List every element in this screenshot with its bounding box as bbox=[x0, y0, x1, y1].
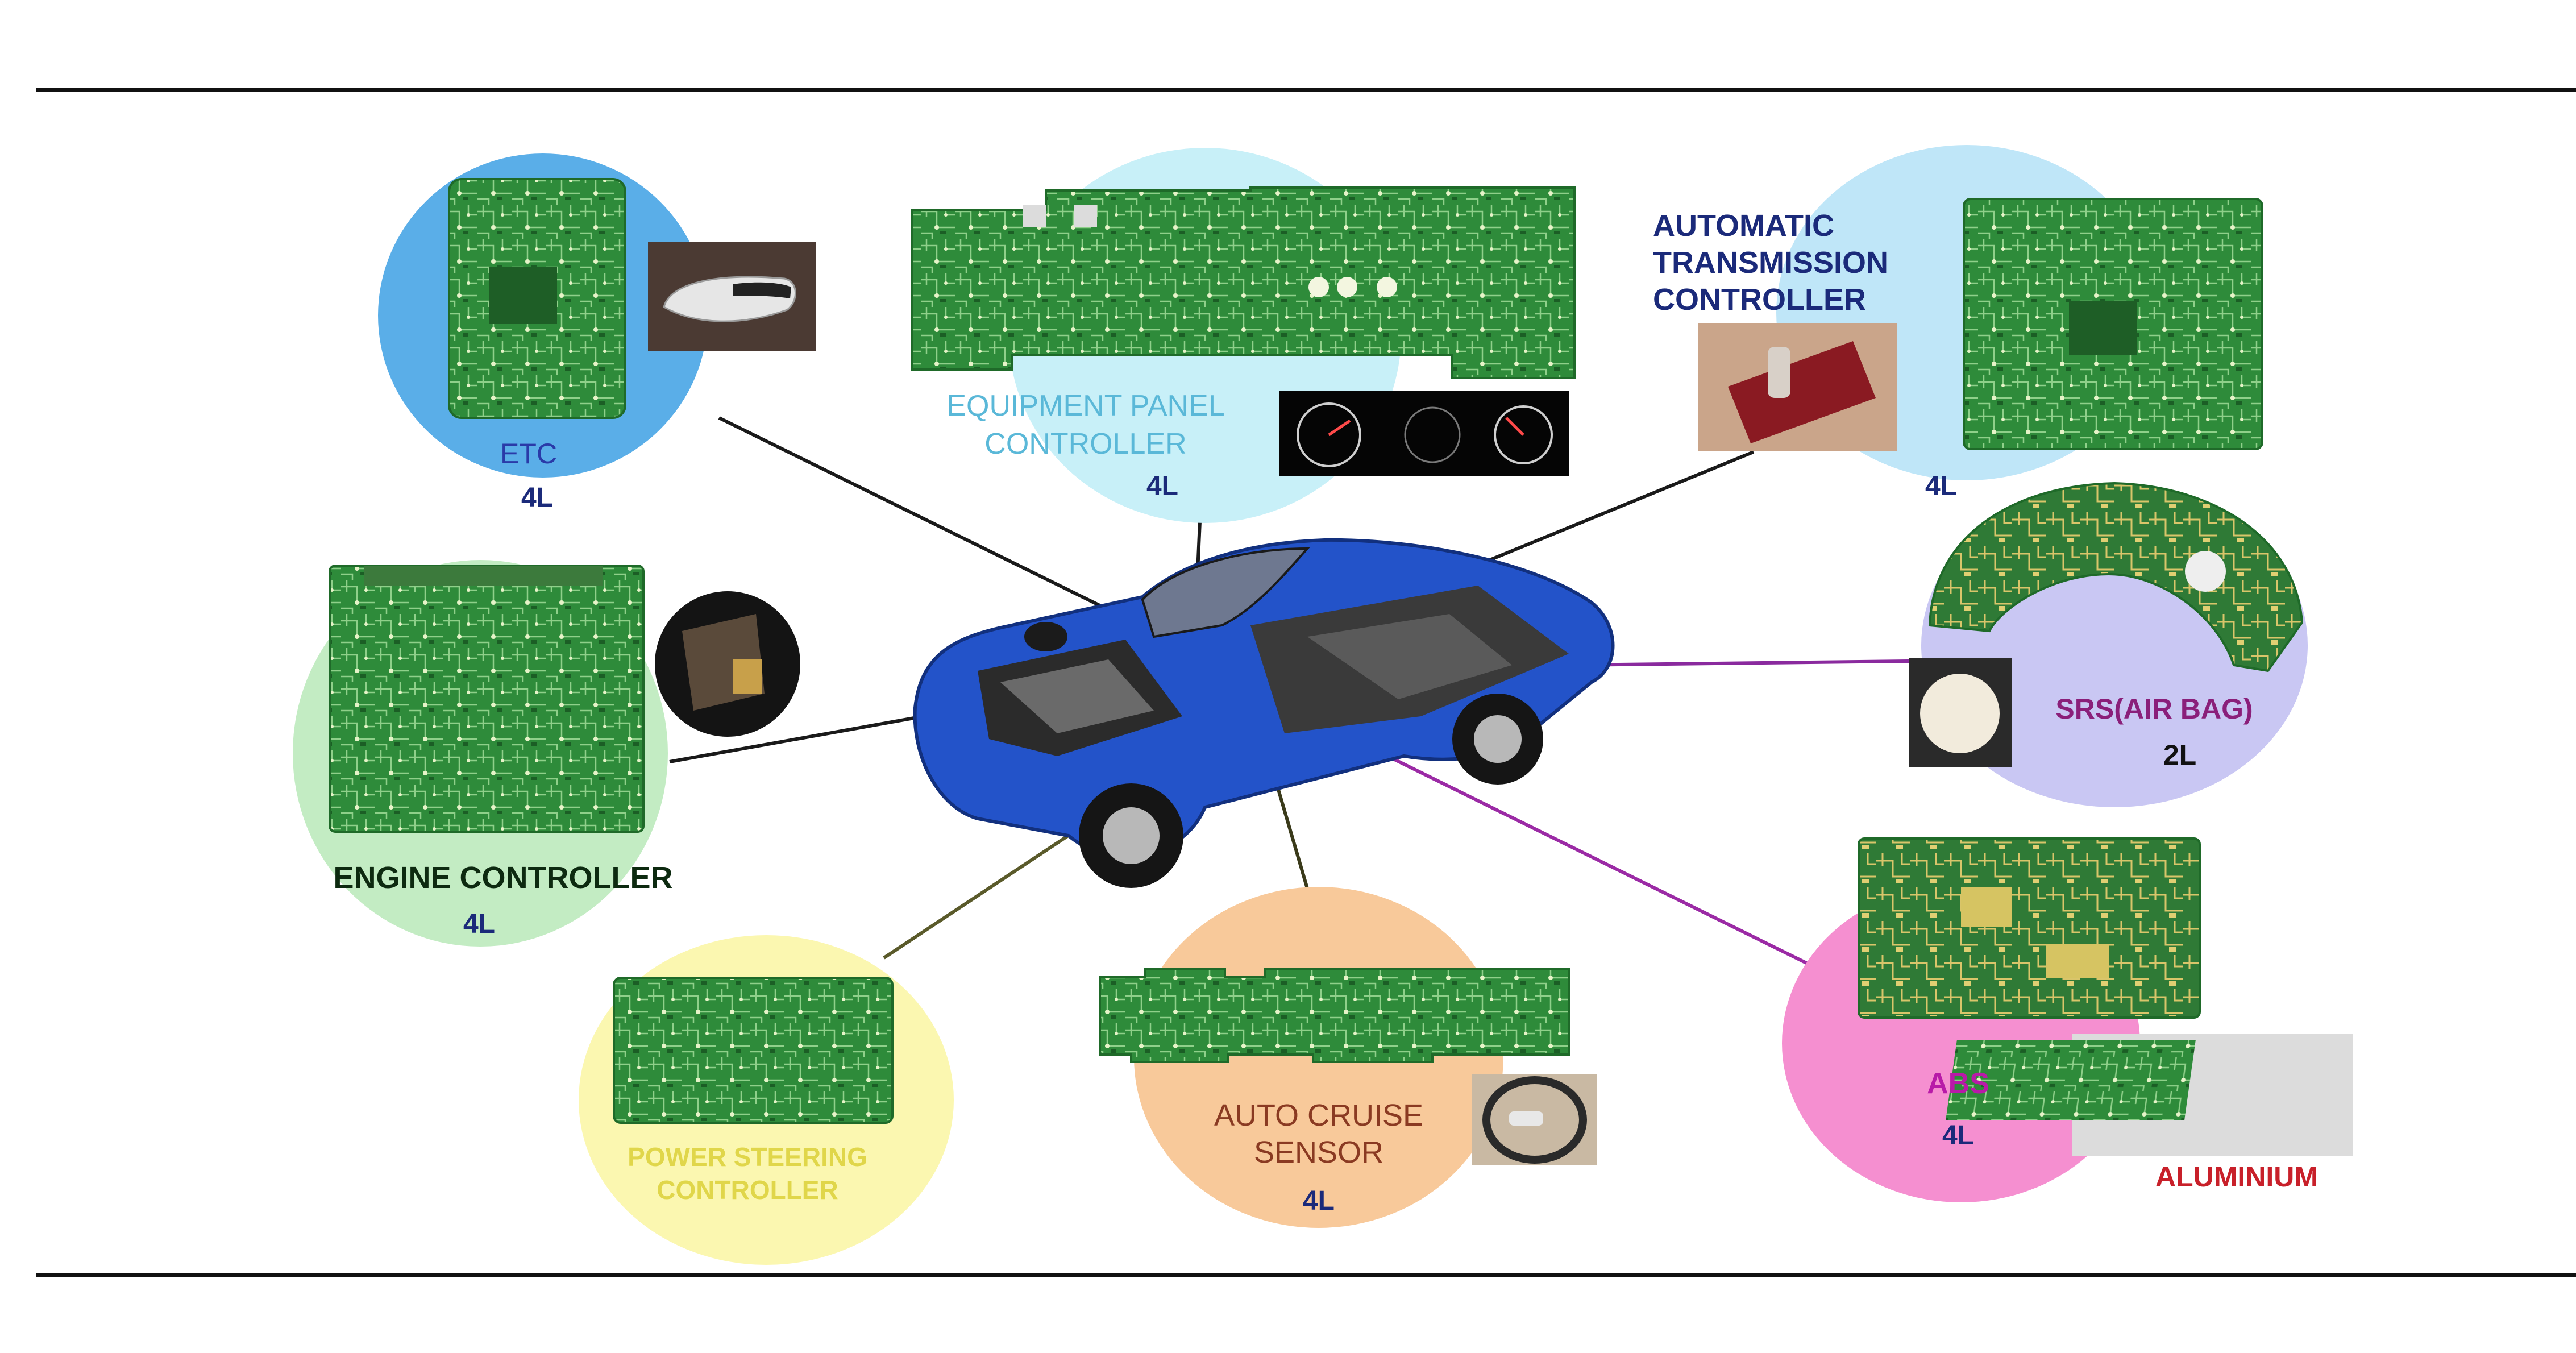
etc-pcb bbox=[448, 178, 626, 419]
engine-pcb bbox=[329, 565, 645, 833]
transmission-name-1: AUTOMATIC bbox=[1653, 209, 1834, 243]
abs-name: ABS bbox=[1927, 1067, 1989, 1100]
engine-photo bbox=[655, 591, 800, 737]
power-steering-pcb bbox=[613, 977, 894, 1124]
car-cutaway bbox=[913, 538, 1615, 888]
airbag-photo bbox=[1909, 658, 2012, 767]
etc-layers: 4L bbox=[521, 483, 553, 513]
top-rule bbox=[36, 88, 2576, 92]
transmission-layers: 4L bbox=[1925, 471, 1957, 501]
bottom-rule bbox=[36, 1273, 2576, 1277]
steering-wheel-photo bbox=[1472, 1074, 1597, 1165]
transmission-name-3: CONTROLLER bbox=[1653, 283, 1866, 317]
connector-engine bbox=[669, 715, 924, 763]
srs-pcb bbox=[1928, 482, 2304, 673]
abs-layers: 4L bbox=[1942, 1120, 1974, 1151]
connector-transmission bbox=[1454, 450, 1755, 576]
equipment-panel-layers: 4L bbox=[1146, 471, 1178, 501]
transmission-pcb bbox=[1963, 198, 2263, 450]
auto-cruise-name-2: SENSOR bbox=[1253, 1135, 1384, 1169]
etc-name: ETC bbox=[500, 438, 557, 470]
dashboard-gauges-photo bbox=[1279, 391, 1569, 476]
auto-cruise-pcb bbox=[1099, 968, 1570, 1063]
srs-layers: 2L bbox=[2163, 739, 2197, 771]
equipment-panel-name-1: EQUIPMENT PANEL bbox=[946, 389, 1225, 422]
srs-name: SRS(AIR BAG) bbox=[2055, 693, 2253, 725]
connector-abs bbox=[1323, 723, 1809, 965]
equipment-panel-name-2: CONTROLLER bbox=[984, 428, 1187, 460]
engine-name: ENGINE CONTROLLER bbox=[333, 861, 673, 895]
auto-cruise-layers: 4L bbox=[1302, 1186, 1335, 1216]
gear-shifter-photo bbox=[1698, 323, 1897, 451]
power-steering-name-2: CONTROLLER bbox=[657, 1175, 838, 1205]
connector-etc bbox=[718, 416, 1107, 610]
abs-material: ALUMINIUM bbox=[2155, 1161, 2319, 1193]
transmission-name-2: TRANSMISSION bbox=[1653, 246, 1889, 280]
power-steering-name-1: POWER STEERING bbox=[628, 1142, 867, 1172]
aluminium-pcb-photo bbox=[1946, 1034, 2353, 1156]
car-windshield bbox=[1141, 547, 1310, 638]
equipment-panel-pcb bbox=[911, 186, 1576, 379]
engine-layers: 4L bbox=[463, 909, 495, 939]
etc-device-photo bbox=[648, 242, 816, 351]
abs-pcb bbox=[1858, 837, 2201, 1019]
auto-cruise-name-1: AUTO CRUISE bbox=[1214, 1098, 1424, 1132]
